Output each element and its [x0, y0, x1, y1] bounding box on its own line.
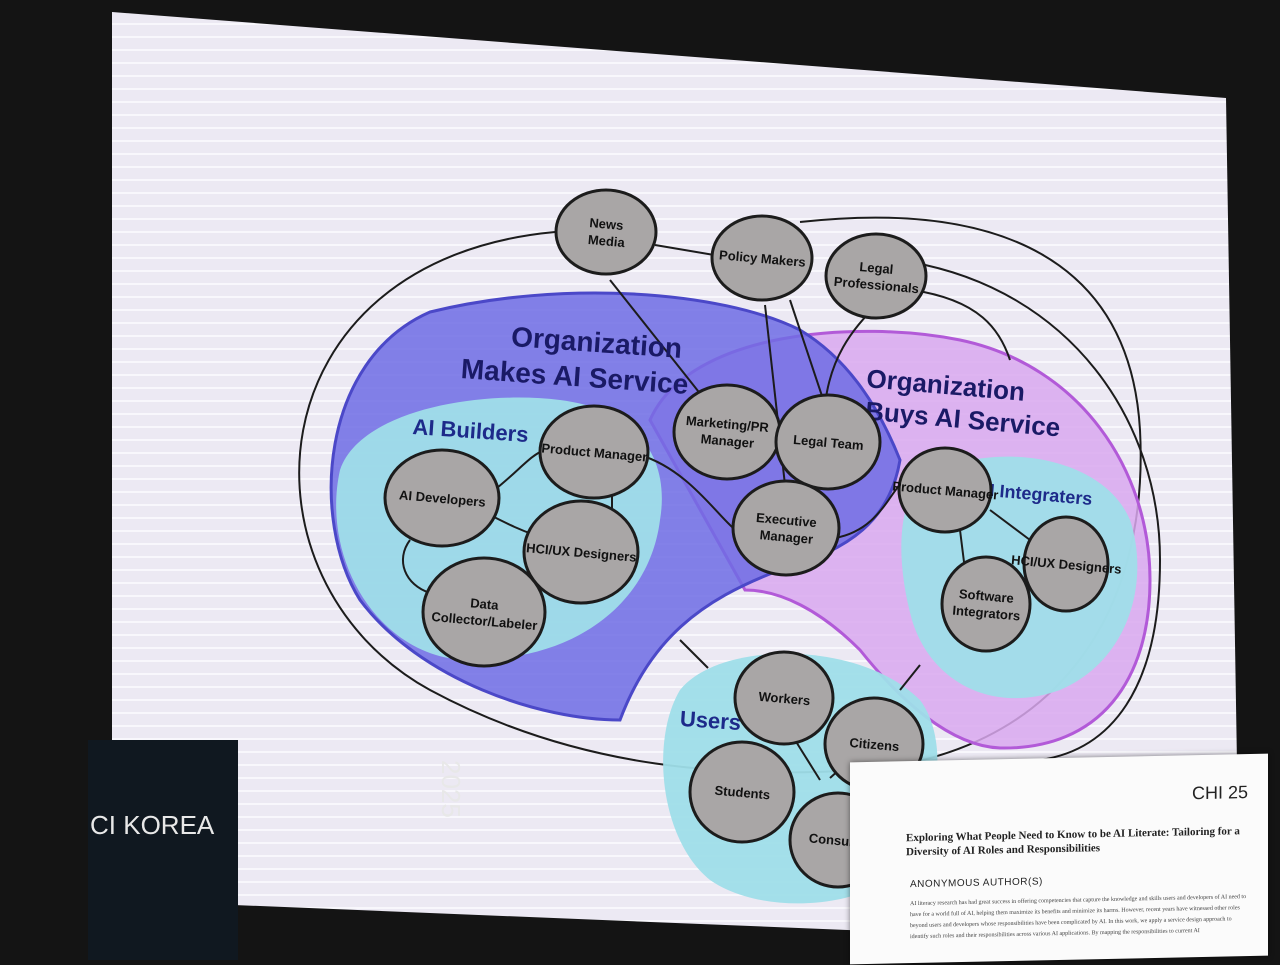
- node-students: Students: [688, 740, 796, 844]
- node-builder-product-manager: Product Manager: [538, 404, 650, 500]
- node-integrater-product-manager: Product Manager: [892, 446, 999, 534]
- node-shape: [731, 479, 841, 577]
- node-label: Manager: [700, 431, 755, 451]
- banner-year: 2025: [436, 760, 466, 818]
- node-label: Workers: [758, 689, 811, 708]
- node-integrater-hci-ux: HCI/UX Designers: [1011, 515, 1122, 613]
- node-legal-team: Legal Team: [774, 393, 882, 491]
- node-ai-developers: AI Developers: [383, 448, 501, 548]
- node-shape: [733, 650, 835, 746]
- node-label: Marketing/PR: [685, 413, 770, 435]
- paper-title: Exploring What People Need to Know to be…: [906, 825, 1240, 859]
- node-workers: Workers: [733, 650, 835, 746]
- node-shape: [538, 404, 650, 500]
- node-label: Legal: [859, 259, 894, 277]
- node-shape: [1022, 515, 1110, 613]
- node-label: Citizens: [849, 735, 900, 754]
- node-shape: [940, 555, 1032, 653]
- paper-authors: ANONYMOUS AUTHOR(S): [910, 876, 1043, 891]
- node-shape: [522, 499, 640, 605]
- banner-name: CI KOREA: [90, 810, 215, 840]
- node-shape: [710, 214, 814, 302]
- node-label: Legal Team: [793, 432, 865, 453]
- node-label: Integrators: [952, 603, 1021, 624]
- node-shape: [824, 232, 928, 320]
- node-shape: [421, 556, 547, 668]
- paper-card: CHI 25 Exploring What People Need to Kno…: [850, 753, 1268, 965]
- node-label: Students: [714, 783, 771, 803]
- node-label: Manager: [759, 527, 814, 547]
- node-label: Executive: [756, 510, 818, 530]
- paper-abstract: AI literacy research has had great succe…: [910, 894, 1247, 941]
- node-label: Professionals: [833, 274, 919, 296]
- node-builder-hci-ux: HCI/UX Designers: [522, 499, 640, 605]
- node-shape: [897, 446, 993, 534]
- paper-venue: CHI 25: [1191, 782, 1248, 804]
- node-shape: [554, 188, 658, 276]
- node-shape: [774, 393, 882, 491]
- node-policy-makers: Policy Makers: [710, 214, 814, 302]
- conference-banner: CI KOREA 2025: [88, 740, 466, 960]
- node-label: Software: [958, 586, 1014, 606]
- outer-boundary-2: [909, 261, 1162, 761]
- users-title: Users: [679, 706, 742, 735]
- node-label: Media: [587, 232, 626, 250]
- node-label: Data: [470, 595, 500, 612]
- node-shape: [688, 740, 796, 844]
- node-shape: [383, 448, 501, 548]
- node-label: News: [589, 215, 624, 233]
